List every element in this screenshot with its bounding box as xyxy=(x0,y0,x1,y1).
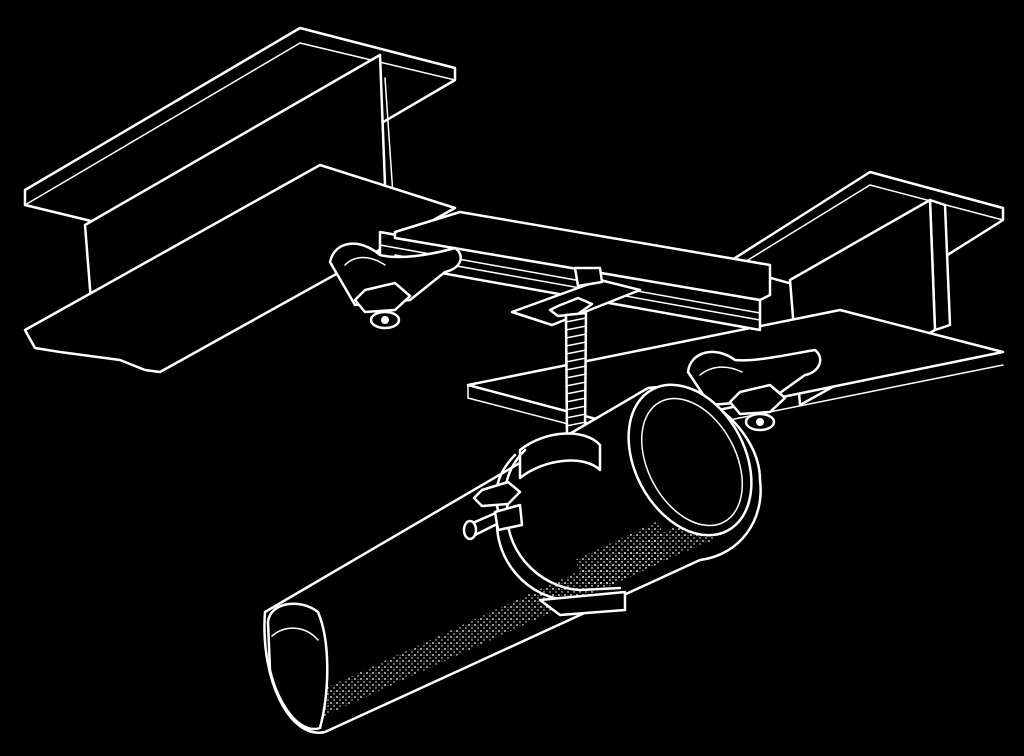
clamp-bolt xyxy=(462,480,524,541)
right-clamp-nut xyxy=(728,383,787,432)
threaded-rod xyxy=(564,311,588,436)
channel-nut-plate xyxy=(510,266,642,327)
left-clamp-nut xyxy=(353,281,412,330)
left-beam-clamp xyxy=(328,242,462,307)
right-beam-clamp xyxy=(686,348,822,407)
pipe xyxy=(263,383,762,734)
left-i-beam xyxy=(23,26,457,374)
